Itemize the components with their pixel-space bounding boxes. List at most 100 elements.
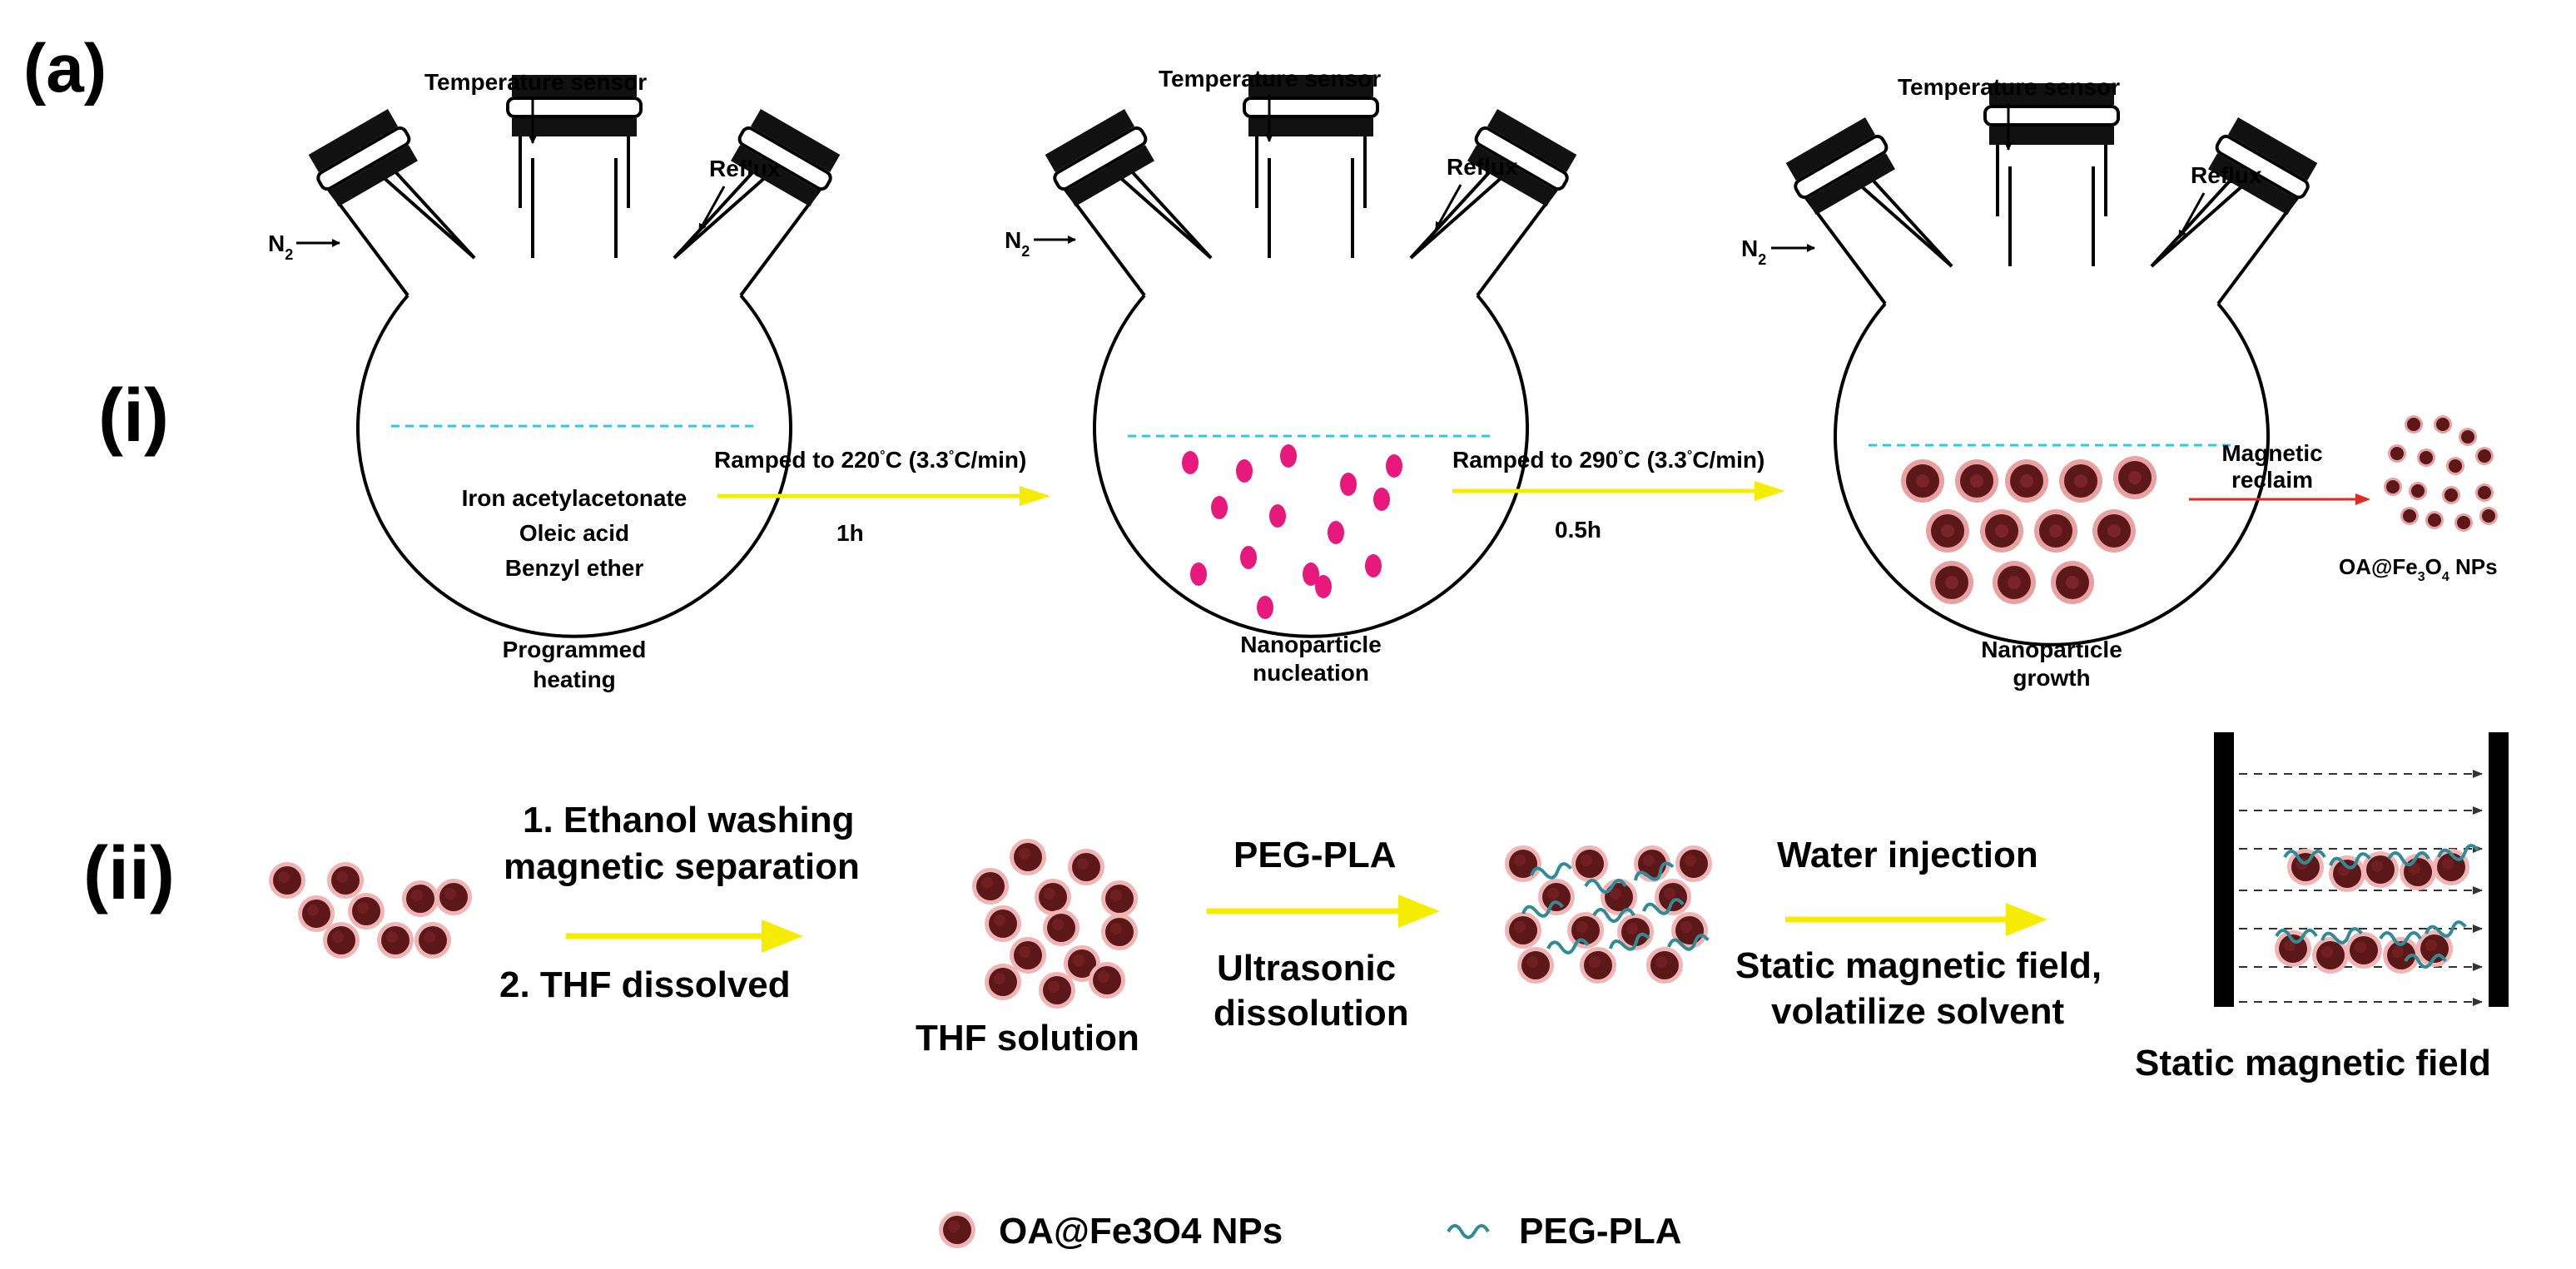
product-particle [2425,511,2444,529]
flask1-caption-2: heating [533,667,616,692]
flask3-caption-2: growth [2013,665,2090,691]
product-particle [2409,482,2427,500]
step2-condition: Ramped to 290°C (3.3°C/min) [1452,447,1764,473]
grown-particles-group [1901,456,2157,604]
n2-label-1: N2 [268,231,293,263]
flask3-caption-1: Nanoparticle [1981,637,2122,662]
magnetic-label-2: reclaim [2231,467,2313,493]
nanoparticle [1010,839,1046,875]
legend-polymer-label: PEG-PLA [1519,1211,1682,1252]
nucleus-dot [1240,546,1257,569]
step-a-line-1: 1. Ethanol washing [523,800,855,840]
magnetic-label-1: Magnetic [2221,440,2322,466]
nucleus-dot [1280,444,1297,468]
nucleus-dot [1365,554,1382,577]
aligned-particle [2287,849,2324,885]
grown-particle [2059,459,2102,503]
flask1-caption-1: Programmed [503,637,647,662]
flask-1 [303,73,846,638]
nucleus-dot [1269,504,1286,528]
nanoparticle [402,880,439,917]
magnetic-reclaim-arrow [2189,493,2370,505]
product-particle [2405,415,2423,434]
product-particle [2442,486,2460,504]
nucleus-dot [1386,454,1402,478]
nuclei-group [1182,444,1402,619]
product-particle [2446,457,2464,475]
grown-particle [2051,561,2094,604]
nanoparticle-icon [939,1212,975,1248]
step1-time: 1h [836,520,864,546]
row2-cluster-2 [972,839,1138,1009]
grown-particle [2113,456,2157,499]
product-particle [2384,478,2402,496]
flask-3 [1780,82,2323,647]
temp-sensor-label-3: Temperature sensor [1898,74,2120,100]
nanoparticle [1010,937,1046,974]
nanoparticle [1505,912,1541,949]
step-b-line-1: PEG-PLA [1233,835,1397,875]
step1-condition: Ramped to 220°C (3.3°C/min) [714,447,1026,473]
aligned-particle [2400,854,2436,890]
nucleus-dot [1373,488,1390,511]
grown-particle [1980,509,2023,553]
row2-cluster-3 [1505,845,1712,984]
field-caption: Static magnetic field [2135,1043,2491,1083]
step-c-line-1: Water injection [1777,835,2038,875]
nanoparticle [1580,947,1616,984]
step-c-arrow [1785,903,2047,936]
row-label-i: (i) [98,374,169,458]
product-particle [2459,428,2477,446]
nucleus-dot [1236,459,1253,483]
nanoparticle [985,905,1021,942]
nanoparticle [985,964,1021,1000]
nanoparticle [972,868,1009,905]
polymer-chain-icon [1447,1224,1490,1239]
nucleus-dot [1257,596,1273,619]
nanoparticle [1089,962,1125,999]
nanoparticle [1035,879,1071,915]
aligned-chains [2275,842,2481,974]
grown-particle [1926,509,1969,553]
flask-2 [1040,73,1582,638]
flask1-content-3: Benzyl ether [505,555,644,581]
aligned-particle [2275,930,2311,967]
step-c-line-3: volatilize solvent [1771,991,2064,1032]
nanoparticle [1538,879,1575,915]
nanoparticle [269,862,305,899]
product-particles-group [2384,415,2498,532]
nanoparticle [1068,849,1104,885]
nucleus-dot [1315,575,1332,598]
panel-label: (a) [23,31,107,107]
legend: OA@Fe3O4 NPs PEG-PLA [939,1211,1682,1252]
nanoparticle [1517,947,1554,984]
grown-particle [1993,561,2036,604]
reflux-label-1: Reflux [709,156,781,181]
step2-time: 0.5h [1555,517,1601,543]
nanoparticle [1101,880,1138,917]
nanoparticle [327,862,364,899]
nucleus-dot [1211,496,1228,519]
step-b-arrow [1207,895,1440,928]
step2-arrow [1452,481,1785,501]
grown-particle [1901,459,1944,503]
n2-label-3: N2 [1741,235,1766,268]
nucleus-dot [1328,521,1344,544]
nanoparticle [1043,910,1080,946]
product-particle [2454,513,2473,532]
product-label: OA@Fe3O4 NPs [2339,554,2498,584]
grown-particle [1955,459,1998,503]
nucleus-dot [1340,473,1357,496]
nanoparticle [1039,972,1075,1009]
product-particle [2475,483,2494,502]
temp-sensor-label-1: Temperature sensor [424,69,647,95]
nanoparticle [1671,912,1708,949]
nanoparticle [1675,845,1712,882]
step-a-line-3: 2. THF dissolved [499,964,791,1005]
nanoparticle [1571,845,1608,882]
nucleus-dot [1190,563,1207,586]
flask1-content-1: Iron acetylacetonate [462,485,687,511]
nanoparticle [1655,879,1691,915]
step-b-line-2: Ultrasonic [1217,948,1396,989]
